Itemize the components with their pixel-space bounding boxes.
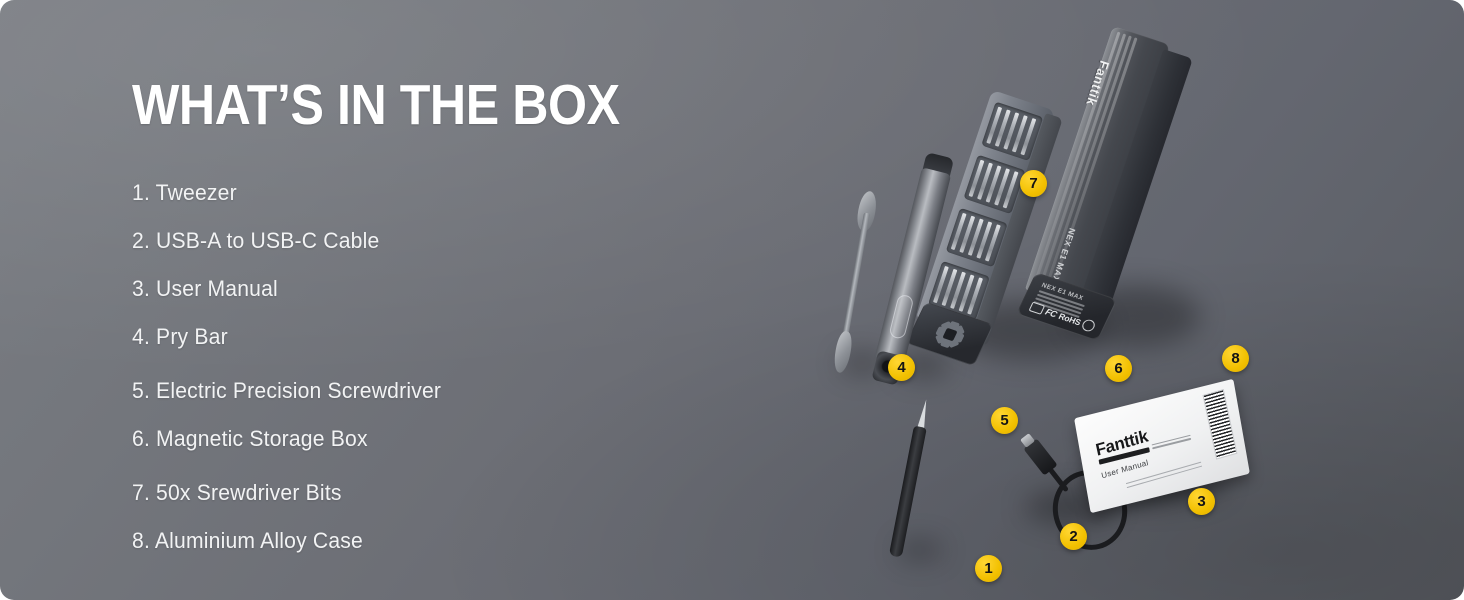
user-manual: Fanttik User Manual [1074,378,1250,514]
manual-barcode-icon [1202,389,1238,460]
manual-tagline-lines [1151,434,1192,451]
pry-bar [826,189,883,374]
tweezer-handle [888,425,927,558]
list-item: 2. USB-A to USB-C Cable [132,228,380,253]
callout-badge-4: 4 [888,354,915,381]
case-model-line2: E1 [1057,247,1071,262]
callout-badge-5: 5 [991,407,1018,434]
page-title: WHAT’S IN THE BOX [132,73,620,137]
list-item: 3. User Manual [132,276,278,301]
callout-badge-1: 1 [975,555,1002,582]
pry-bar-spade-end [831,330,855,374]
list-item: 1. Tweezer [132,180,237,205]
tweezer [885,397,937,558]
callout-badge-3: 3 [1188,488,1215,515]
list-item: 7. 50x Srewdriver Bits [132,480,342,505]
box-contents-list: 1. Tweezer 2. USB-A to USB-C Cable 3. Us… [132,180,692,554]
callout-badge-6: 6 [1105,355,1132,382]
ce-mark-icon [1028,301,1046,315]
recycle-mark-icon [1080,318,1098,333]
shadow [898,540,942,560]
callout-badge-8: 8 [1222,345,1249,372]
callout-badge-2: 2 [1060,523,1087,550]
list-item: 6. Magnetic Storage Box [132,426,368,451]
copy-block: WHAT’S IN THE BOX 1. Tweezer 2. USB-A to… [132,74,692,576]
list-item: 8. Aluminium Alloy Case [132,528,363,553]
socket-icon [931,317,968,350]
screwdriver-button-panel [888,293,915,340]
list-item: 4. Pry Bar [132,324,228,349]
aluminium-alloy-case: Fanttik NEX E1 MAX NEX E1 MAX FC RoHS [1015,25,1195,342]
list-item: 5. Electric Precision Screwdriver [132,378,442,403]
product-photo-stage: Fanttik NEX E1 MAX NEX E1 MAX FC RoHS [780,0,1464,600]
fc-mark-icon: FC [1043,306,1059,320]
callout-badge-7: 7 [1020,170,1047,197]
